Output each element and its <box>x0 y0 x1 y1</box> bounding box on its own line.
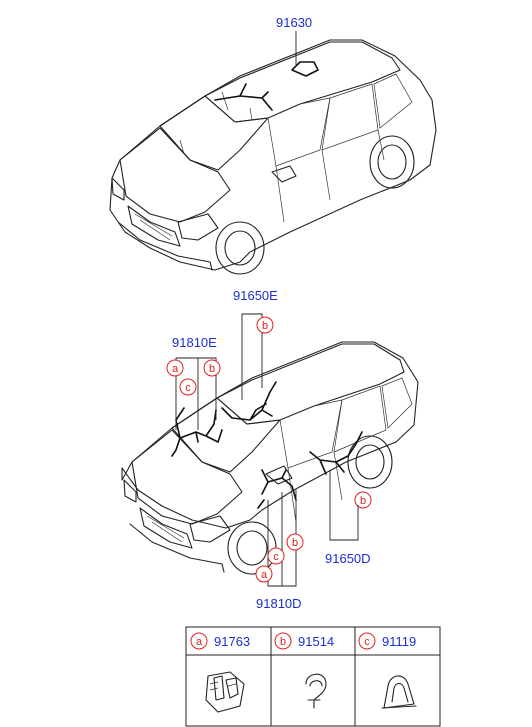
clip-91514-icon <box>305 673 327 709</box>
part-number-bottom: 91810D <box>256 596 302 611</box>
marker-roof-b <box>256 316 274 334</box>
svg-text:b: b <box>262 320 268 332</box>
legend-item-c: c 91119 <box>358 632 417 709</box>
leader-roof <box>241 313 263 400</box>
marker-bottom-a <box>255 565 273 583</box>
svg-text:a: a <box>172 363 179 375</box>
connector-91763-icon <box>205 671 245 713</box>
leader-door <box>329 470 359 541</box>
svg-text:c: c <box>364 636 370 648</box>
part-number-top: 91630 <box>276 15 312 30</box>
legend-table <box>185 626 441 727</box>
svg-text:c: c <box>185 382 191 394</box>
svg-text:91763: 91763 <box>214 634 250 649</box>
marker-front-c <box>179 378 197 396</box>
svg-text:b: b <box>280 636 286 648</box>
leader-front <box>175 357 217 430</box>
grommet-91119-icon <box>381 675 417 709</box>
marker-bottom-b <box>286 533 304 551</box>
svg-text:91119: 91119 <box>382 634 416 649</box>
svg-text:a: a <box>261 569 268 581</box>
marker-front-b <box>203 359 221 377</box>
svg-text:b: b <box>360 495 366 507</box>
top-vehicle <box>109 39 437 275</box>
part-number-front: 91810E <box>172 335 217 350</box>
part-number-roof: 91650E <box>233 288 278 303</box>
svg-text:c: c <box>273 551 279 563</box>
svg-text:b: b <box>209 363 215 375</box>
svg-text:91514: 91514 <box>298 634 334 649</box>
marker-front-a <box>166 359 184 377</box>
marker-door-b <box>354 491 372 509</box>
legend-item-b: b 91514 <box>274 632 334 709</box>
svg-text:a: a <box>196 636 203 648</box>
middle-vehicle <box>121 341 419 575</box>
part-number-door: 91650D <box>325 551 371 566</box>
legend-item-a: a 91763 <box>190 632 250 713</box>
marker-bottom-c <box>267 547 285 565</box>
svg-text:b: b <box>292 537 298 549</box>
